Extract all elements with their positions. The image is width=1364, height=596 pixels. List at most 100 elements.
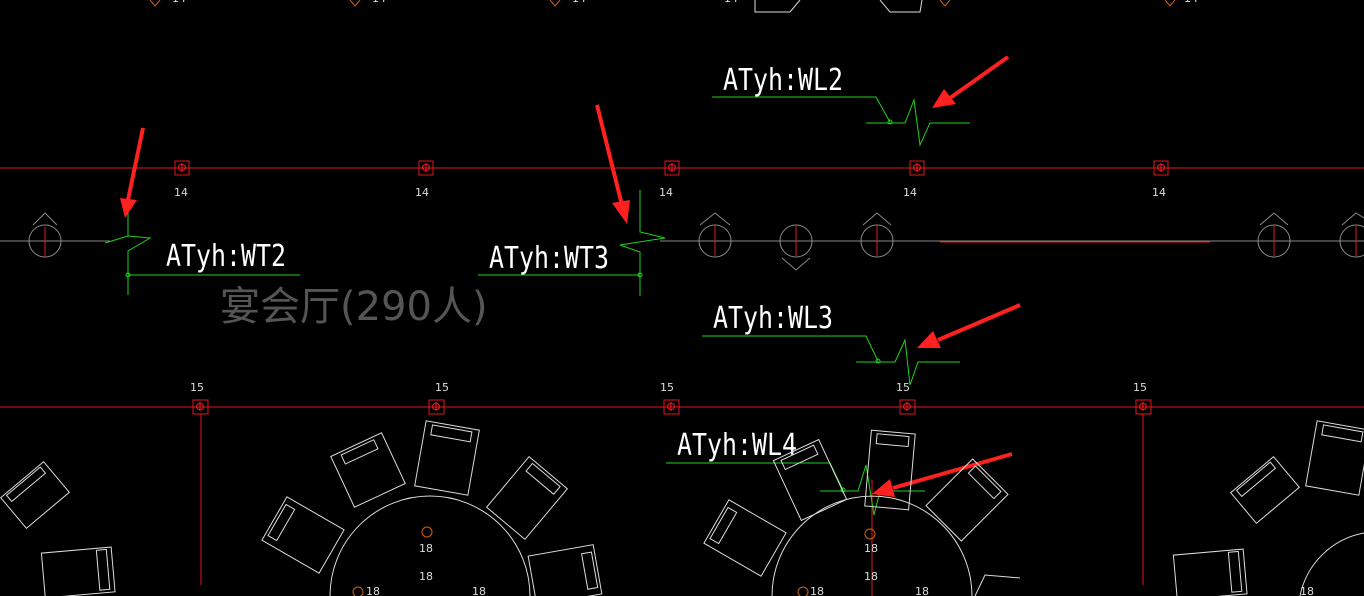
arrow-icon [917,303,1021,348]
top-marker [349,0,361,7]
wt3-break-symbol [619,190,666,296]
column-marker-cap [699,212,731,226]
socket-box [664,160,680,176]
circuit-label-wt3: ATyh:WT3 [489,241,609,276]
arrow-icon [120,127,145,218]
round-table [329,495,531,596]
arrow-icon [872,452,1013,497]
wl2-leader [712,96,891,123]
table-center-marker [352,586,364,596]
top-number: 14 [372,0,386,5]
socket-symbol: Φ [177,161,186,175]
socket-box [899,399,916,415]
top-marker [149,0,161,7]
socket-number: 15 [896,381,910,394]
column-marker-cap [781,257,811,271]
chair-outline [703,499,787,577]
top-number: 14 [1184,0,1198,5]
wt2-node [125,272,131,278]
socket-box [174,160,190,176]
socket-number: 14 [174,186,188,199]
socket-group: Φ Φ Φ Φ Φ [174,160,1169,176]
socket-number: 15 [1133,381,1147,394]
socket-number: 15 [435,381,449,394]
table-number: 18 [472,585,486,596]
chair-outline [1172,548,1248,596]
column-marker [779,224,813,258]
circuit-label-group: ATyh:WT2 ATyh:WT3 ATyh:WL2 ATyh:WL3 ATyh… [166,63,843,463]
socket-box [1135,399,1152,415]
top-marker [939,0,951,7]
chair-outline [414,420,480,496]
socket-number: 14 [1152,186,1166,199]
table-number: 18 [366,585,380,596]
column-marker [1257,224,1291,258]
socket-number: 14 [903,186,917,199]
chair-outline [925,458,1009,542]
furniture [0,420,1364,596]
chair-outline [330,432,406,508]
socket-box [192,399,209,415]
table-center-marker [797,586,809,596]
wl3-node [875,358,881,364]
column-marker-cap [1259,212,1289,226]
socket-symbol: Φ [667,161,676,175]
table-number: 18 [419,570,433,583]
socket-box [1153,160,1169,176]
top-number: 14 [724,0,738,5]
table-center-marker [864,528,876,540]
column-axis [0,212,1364,271]
chair-outline [754,0,801,13]
chair-outline [0,460,71,530]
chair-outline [974,574,1021,596]
column-marker [860,224,894,258]
chair-outline [1305,420,1364,496]
wt3-node [637,272,643,278]
column-marker-cap [32,212,58,226]
socket-box [663,399,680,415]
circuit-label-wt2: ATyh:WT2 [166,239,286,274]
row1-circuit: Φ Φ Φ Φ Φ 14 14 14 14 14 [0,160,1364,199]
socket-symbol: Φ [195,400,204,414]
chair-outline [1229,455,1301,525]
column-marker [698,224,732,258]
socket-symbol: Φ [902,400,911,414]
chair-outline [879,0,923,13]
socket-number: 14 [659,186,673,199]
table-number: 18 [810,585,824,596]
round-table [771,495,973,596]
column-marker-cap [1341,212,1364,226]
arrow-icon [595,104,630,224]
table-number: 18 [864,570,878,583]
table-number: 18 [864,542,878,555]
circuit-label-wl4: ATyh:WL4 [677,428,797,463]
annotation-arrows [120,55,1021,497]
table-markers: 18 18 18 18 18 18 18 18 18 [352,526,1314,596]
chair-outline [485,455,569,541]
socket-symbol: Φ [1138,400,1147,414]
socket-symbol: Φ [1156,161,1165,175]
socket-symbol: Φ [912,161,921,175]
chair-outline [864,429,916,511]
socket-number: 15 [660,381,674,394]
chair-outline [40,546,116,596]
chair-outline [527,544,603,596]
top-number: 14 [572,0,586,5]
circuit-label-wl3: ATyh:WL3 [713,301,833,336]
socket-box [418,160,434,176]
table-center-marker [421,526,433,538]
table-number: 18 [915,585,929,596]
top-number: 14 [172,0,186,5]
wl3-leader [702,335,879,362]
room-label: 宴会厅(290人) [220,284,488,330]
wt2-break-symbol [104,235,152,295]
arrow-icon [932,55,1010,108]
row2-circuit: Φ Φ Φ Φ Φ 15 15 15 15 15 [0,381,1364,596]
socket-symbol: Φ [421,161,430,175]
top-marker [1164,0,1176,7]
table-number: 18 [419,542,433,555]
top-partial-row: 14 14 14 14 14 [149,0,1198,13]
socket-box [428,399,445,415]
chair-outline [261,496,345,574]
